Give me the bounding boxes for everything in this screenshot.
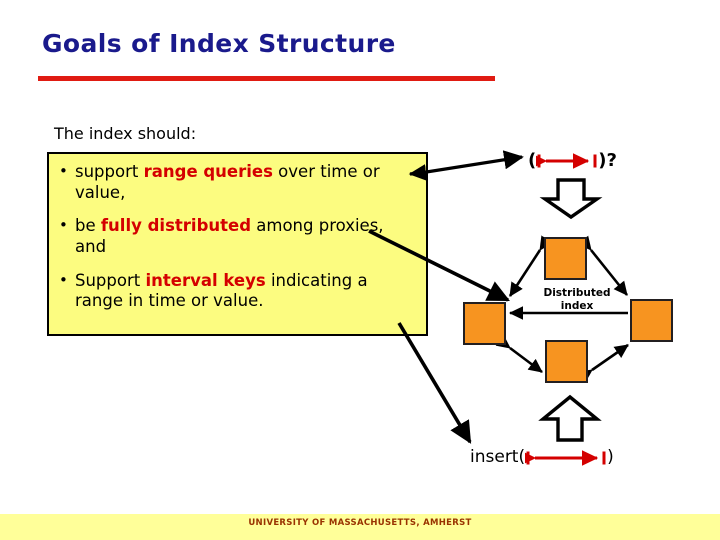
distributed-index-label: Distributed index [524,287,630,313]
query-notation: ( ) ? [528,150,617,171]
bullet-text-part: over time or value, [75,162,380,202]
lead-in-text: The index should: [54,124,197,143]
bullet-text-part: indicating a range in time or value. [75,270,368,311]
bullet-keyword: fully distributed [100,216,252,236]
node-right [630,299,673,342]
down-block-arrow-icon [539,178,603,220]
bullet-marker-icon: • [59,162,68,180]
insert-notation: insert( ) [470,447,614,467]
insert-notation-suffix: ) [607,447,614,467]
node-left [463,302,506,345]
bullet-keyword: interval keys [145,270,266,290]
bullet-text: be fully distributed among proxies, and [75,216,416,257]
node-link-bottom-right [577,343,629,383]
range-double-arrow-icon [531,153,598,169]
up-block-arrow-icon [538,394,602,442]
bullet-text: Support interval keys indicating a range… [75,271,416,312]
bullet-text: support range queries over time or value… [75,162,416,203]
bullet-keyword: range queries [143,162,273,181]
query-notation-prefix: ( [528,150,537,171]
bullet-text-part: among proxies, and [75,216,384,256]
bullet-marker-icon: • [59,270,68,289]
bullet-marker-icon: • [59,216,68,235]
footer-text: UNIVERSITY OF MASSACHUSETTS, AMHERST [248,518,472,528]
bullet-list-box: • support range queries over time or val… [47,152,428,336]
page-title: Goals of Index Structure [42,29,396,58]
title-underline-rule [38,76,495,81]
bullet-text-part: Support [75,270,146,290]
node-bottom [545,340,588,383]
connector-bullet3-to-insert [397,322,472,444]
footer-band [0,514,720,540]
bullet-text-part: be [75,216,101,236]
insert-notation-prefix: insert( [470,447,526,467]
list-item: • support range queries over time or val… [59,162,416,203]
range-double-arrow-icon [520,449,607,466]
query-notation-suffix: ) [598,150,607,171]
distributed-index-label-line1: Distributed [543,287,611,299]
query-notation-question-mark: ? [606,150,617,171]
bullet-text-part: support [75,162,144,181]
distributed-index-label-line2: index [560,300,594,313]
list-item: • be fully distributed among proxies, an… [59,216,416,257]
node-link-left-bottom [495,334,543,374]
node-top [544,237,587,280]
list-item: • Support interval keys indicating a ran… [59,271,416,312]
